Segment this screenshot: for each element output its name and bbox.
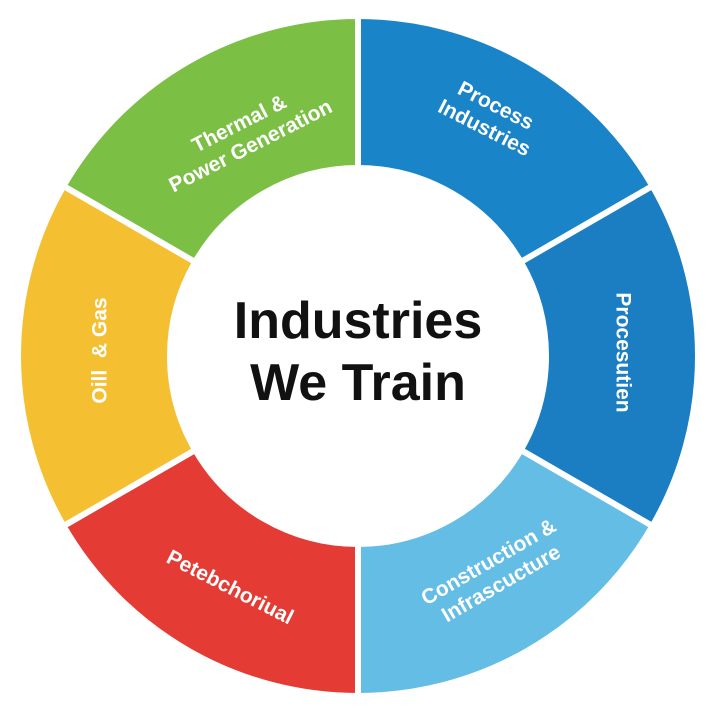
segment-thermal-power <box>59 12 361 267</box>
label-oil-gas: Oill & Gas <box>88 281 113 421</box>
segment-oil-gas <box>15 181 200 531</box>
title-line-2: We Train <box>250 354 466 412</box>
label-line: Procesutien <box>611 292 635 413</box>
segment-petrochemical <box>59 445 361 700</box>
segment-process-industries <box>355 12 657 267</box>
label-line: Oill & Gas <box>88 297 112 404</box>
center-title: Industries We Train <box>158 290 558 414</box>
title-line-1: Industries <box>233 292 483 350</box>
segment-construction-infrastructure <box>355 445 657 700</box>
label-procesutien: Procesutien <box>611 283 636 423</box>
segment-procesutien <box>516 181 701 531</box>
